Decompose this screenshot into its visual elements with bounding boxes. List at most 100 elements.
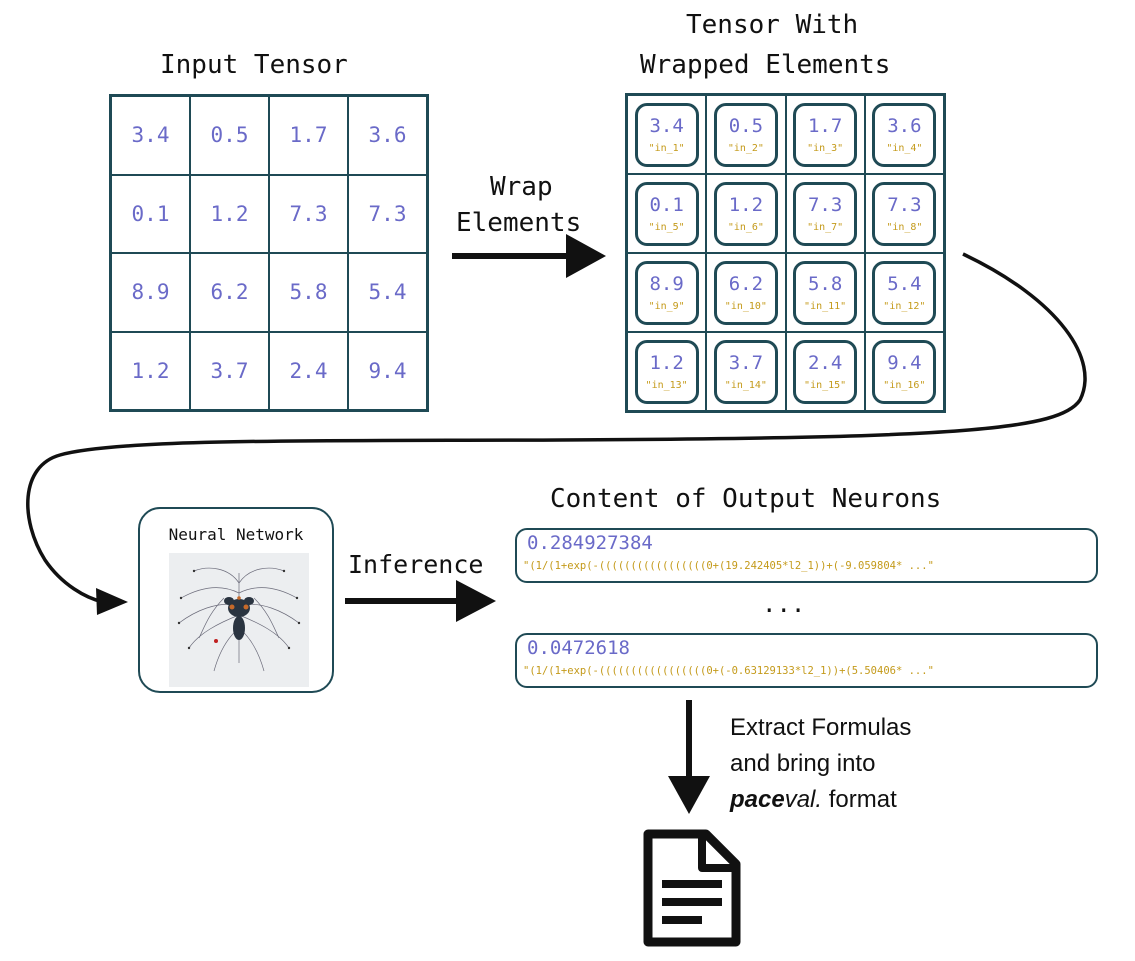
wrapped-tensor-cell: 6.2 "in_10" [706, 253, 786, 332]
flow-curve [26, 252, 1087, 604]
wrapped-element-value: 7.3 [807, 194, 843, 216]
tensor-cell: 1.7 [269, 96, 348, 175]
output-neurons-title: Content of Output Neurons [550, 484, 942, 514]
wrapped-tensor-cell: 1.2 "in_6" [706, 174, 786, 253]
wrapped-element-box: 7.3"in_8" [872, 181, 937, 246]
wrapped-element-value: 3.7 [728, 352, 764, 374]
wrapped-tensor-cell: 0.5 "in_2" [706, 95, 786, 174]
wrapped-element-id: "in_1" [648, 143, 685, 154]
wrapped-element-id: "in_10" [724, 301, 767, 312]
neural-network-title: Neural Network [168, 525, 304, 544]
tensor-cell: 2.4 [269, 331, 348, 410]
wrapped-tensor-cell: 3.4 "in_1" [627, 95, 707, 174]
wrapped-element-box: 3.7 "in_14" [713, 339, 778, 404]
wrapped-element-box: 1.7 "in_3" [793, 102, 858, 167]
wrapped-element-value: 5.8 [807, 273, 843, 295]
wrapped-element-id: "in_7" [807, 222, 844, 233]
wrapped-element-id: "in_15" [804, 380, 847, 391]
inference-arrow [345, 580, 496, 622]
tensor-cell: 0.1 [111, 174, 190, 253]
wrapped-tensor-cell: 5.8 "in_11" [785, 253, 865, 332]
wrapped-element-id: "in_3" [807, 143, 844, 154]
tensor-cell: 6.2 [190, 253, 269, 332]
wrapped-tensor-title-line2: Wrapped Elements [640, 50, 891, 80]
wrapped-element-value: 1.7 [807, 115, 843, 137]
wrapped-element-value: 0.5 [728, 115, 764, 137]
wrapped-element-box: 2.4 "in_15" [793, 339, 858, 404]
wrap-label-line1: Wrap [490, 172, 553, 202]
wrapped-element-id: "in_12" [883, 301, 926, 312]
wrapped-element-id: "in_5" [648, 222, 685, 233]
wrapped-element-box: 8.9"in_9" [634, 260, 699, 325]
input-tensor-title: Input Tensor [160, 50, 348, 80]
extract-caption-line3: paceval. format [730, 782, 911, 818]
output-neuron-panel: 0.284927384 "(1/(1+exp(-((((((((((((((((… [515, 528, 1098, 583]
document-icon [643, 829, 741, 947]
tensor-cell: 5.4 [348, 253, 427, 332]
wrapped-element-value: 3.6 [887, 115, 922, 137]
wrapped-tensor-cell: 7.3"in_8" [864, 174, 944, 253]
wrapped-element-value: 9.4 [887, 352, 922, 374]
wrapped-tensor-cell: 8.9"in_9" [627, 253, 707, 332]
wrapped-element-box: 3.6 "in_4" [872, 102, 937, 167]
format-suffix: format [822, 786, 897, 813]
wrapped-element-id: "in_9" [648, 301, 685, 312]
wrapped-element-box: 7.3 "in_7" [793, 181, 858, 246]
wrapped-element-id: "in_4" [886, 143, 923, 154]
extract-arrow [668, 700, 710, 814]
output-ellipsis: ... [762, 590, 806, 618]
extract-caption: Extract Formulas and bring into paceval.… [730, 710, 911, 818]
wrapped-element-value: 2.4 [807, 352, 843, 374]
wrap-arrow [452, 234, 606, 278]
wrapped-element-box: 5.4 "in_12" [872, 260, 937, 325]
wrapped-tensor-cell: 7.3 "in_7" [785, 174, 865, 253]
tensor-cell: 1.2 [111, 331, 190, 410]
tensor-cell: 7.3 [348, 174, 427, 253]
wrapped-element-id: "in_14" [724, 380, 767, 391]
wrapped-element-id: "in_13" [645, 380, 688, 391]
output-neuron-formula: "(1/(1+exp(-(((((((((((((((((0+(19.24240… [523, 560, 934, 572]
wrapped-element-box: 1.2 "in_13" [634, 339, 699, 404]
wrapped-element-id: "in_2" [727, 143, 764, 154]
brand-italic: val. [784, 786, 823, 813]
wrapped-element-box: 6.2 "in_10" [713, 260, 778, 325]
wrapped-element-value: 1.2 [728, 194, 764, 216]
wrapped-tensor-cell: 2.4 "in_15" [785, 332, 865, 411]
output-neuron-formula: "(1/(1+exp(-(((((((((((((((((0+(-0.63129… [523, 665, 934, 677]
wrapped-tensor-title-line1: Tensor With [686, 10, 859, 40]
wrapped-tensor-cell: 0.1 "in_5" [627, 174, 707, 253]
output-neuron-panel: 0.0472618 "(1/(1+exp(-(((((((((((((((((0… [515, 633, 1098, 688]
tensor-cell: 9.4 [348, 331, 427, 410]
wrapped-element-value: 5.4 [887, 273, 922, 295]
wrapped-element-id: "in_6" [727, 222, 764, 233]
wrapped-element-id: "in_11" [804, 301, 847, 312]
wrapped-element-box: 1.2 "in_6" [713, 181, 778, 246]
wrapped-tensor-cell: 1.7 "in_3" [785, 95, 865, 174]
wrapped-element-box: 0.1 "in_5" [634, 181, 699, 246]
brand-bold: pace [730, 786, 785, 813]
wrapped-element-id: "in_16" [883, 380, 926, 391]
wrapped-element-box: 0.5 "in_2" [713, 102, 778, 167]
wrapped-element-box: 9.4 "in_16" [872, 339, 937, 404]
wrapped-element-value: 3.4 [649, 115, 684, 137]
wrapped-element-box: 3.4 "in_1" [634, 102, 699, 167]
extract-caption-line2: and bring into [730, 750, 876, 777]
wrapped-tensor-cell: 9.4 "in_16" [864, 332, 944, 411]
wrapped-element-id: "in_8" [886, 222, 923, 233]
wrapped-tensor-cell: 5.4 "in_12" [864, 253, 944, 332]
wrapped-element-value: 6.2 [728, 273, 764, 295]
tensor-cell: 3.7 [190, 331, 269, 410]
tensor-cell: 1.2 [190, 174, 269, 253]
neural-network-image [169, 553, 309, 687]
wrapped-tensor-cell: 1.2 "in_13" [627, 332, 707, 411]
wrapped-element-value: 1.2 [649, 352, 684, 374]
neural-network-box: Neural Network [138, 507, 334, 693]
wrapped-tensor-cell: 3.7 "in_14" [706, 332, 786, 411]
wrapped-element-value: 0.1 [649, 194, 684, 216]
flow-curve-arrowhead [96, 588, 128, 615]
extract-caption-line1: Extract Formulas [730, 714, 912, 741]
output-neuron-value: 0.284927384 [527, 532, 653, 554]
wrapped-tensor-grid: 3.4 "in_1" 0.5 "in_2" 1.7 "in_3" 3.6 "in_4" 0.1 "… [625, 93, 946, 413]
output-neuron-value: 0.0472618 [527, 637, 630, 659]
